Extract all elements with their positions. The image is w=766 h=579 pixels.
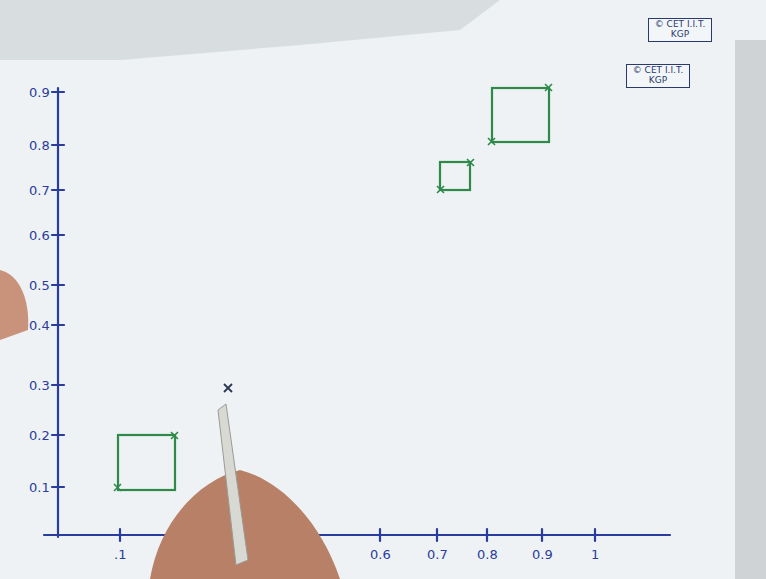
watermark: © CET I.I.T. KGP bbox=[648, 18, 712, 42]
pen bbox=[218, 404, 248, 565]
hand bbox=[0, 270, 28, 340]
y-tick-label: 0.3 bbox=[29, 379, 50, 392]
x-tick-label: 0.9 bbox=[532, 548, 553, 561]
x-tick-label: 0.6 bbox=[370, 548, 391, 561]
y-tick-label: 0.8 bbox=[29, 139, 50, 152]
query-point bbox=[224, 384, 232, 392]
corner-points bbox=[114, 84, 552, 491]
y-tick-label: 0.4 bbox=[29, 319, 50, 332]
y-tick-label: 0.7 bbox=[29, 184, 50, 197]
hand bbox=[150, 470, 340, 579]
x-tick-label: 1 bbox=[591, 548, 599, 561]
axes bbox=[44, 88, 670, 541]
y-tick-label: 0.2 bbox=[29, 429, 50, 442]
rectangles bbox=[118, 88, 549, 490]
x-tick-label: 0.7 bbox=[427, 548, 448, 561]
y-tick-label: 0.1 bbox=[29, 481, 50, 494]
x-tick-label: 0.8 bbox=[477, 548, 498, 561]
y-tick-label: 0.9 bbox=[29, 86, 50, 99]
x-tick-label: .1 bbox=[114, 548, 126, 561]
y-tick-label: 0.6 bbox=[29, 229, 50, 242]
page-edge bbox=[735, 40, 766, 579]
watermark: © CET I.I.T. KGP bbox=[626, 64, 690, 88]
y-tick-label: 0.5 bbox=[29, 279, 50, 292]
paper-fold-shadow bbox=[0, 0, 500, 60]
